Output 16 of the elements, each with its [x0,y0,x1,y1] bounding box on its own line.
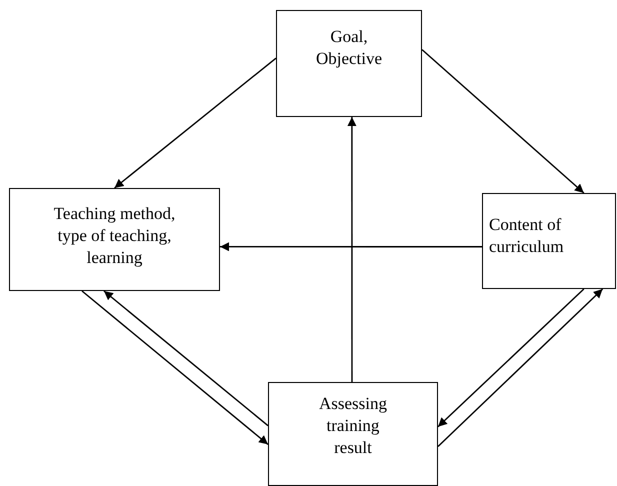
process-box [9,188,220,291]
box-label: Teaching method, type of teaching, learning [52,203,176,269]
arrow [347,117,356,382]
arrow [114,58,276,189]
arrow [104,290,268,426]
arrow [422,49,584,194]
arrow [438,288,584,428]
process-box [268,382,438,486]
box-label: Content of curriculum [489,214,565,258]
arrow [438,288,604,447]
box-label: Goal, Objective [314,26,384,70]
process-box [482,193,616,289]
box-label: Assessing training result [318,393,388,459]
arrow [220,242,482,252]
arrow [82,290,268,445]
process-box [276,10,422,117]
